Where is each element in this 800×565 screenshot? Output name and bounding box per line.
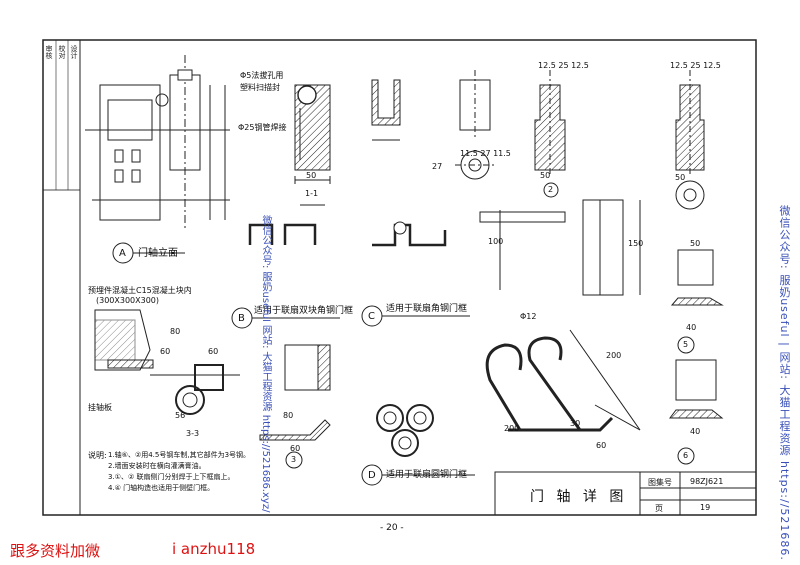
dim-27: 27 [432, 162, 443, 171]
caption-detail-a: 门轴立面 [138, 248, 178, 259]
marker-3: 3 [291, 455, 297, 464]
red-watermark-left: 跟多资料加微 [10, 542, 101, 560]
red-watermark-right: i anzhu118 [172, 540, 256, 558]
label-hanger: 挂轴板 [88, 403, 112, 412]
label-anchor-pin: Φ5法拔孔用 [240, 71, 284, 80]
note-line-2: 2.墙面安装时在横向灌满膏油。 [108, 462, 206, 470]
dim-40b: 40 [690, 427, 701, 436]
detail-c-marker [361, 305, 470, 327]
sheet-page-number: - 20 - [380, 523, 404, 533]
note-line-4: 4.④ 门轴构造也适用于侧壁门框。 [108, 484, 215, 492]
notes-heading: 说明: [88, 451, 107, 460]
side-label-check: 校对 [58, 45, 66, 59]
detail-6-block [669, 359, 724, 465]
section-1-1 [294, 84, 331, 206]
detail-2-right [675, 70, 705, 210]
note-line-1: 1.轴⑥、②用4.5号钢车制,其它部件为3号钢。 [108, 451, 251, 459]
caption-detail-d: 适用于联扇圆钢门框 [386, 470, 468, 480]
label-pipe25: Φ25钢管焊接 [238, 123, 287, 132]
atlas-label: 图集号 [648, 478, 672, 487]
label-concrete-size: (300X300X300) [96, 296, 160, 305]
detail-a-marker [112, 242, 185, 264]
dim-50d: 50 [690, 239, 701, 248]
detail-b-marker [231, 307, 340, 329]
side-label-design: 设计 [70, 45, 78, 59]
detail-a-elevation [85, 55, 230, 230]
page-label: 页 [655, 504, 663, 513]
dim-100: 100 [488, 237, 504, 246]
dim-125b: 12.5 25 12.5 [670, 61, 721, 70]
dim-60c: 60 [290, 444, 301, 453]
dim-50a: 50 [306, 171, 317, 180]
dim-200: 200 [504, 424, 520, 433]
marker-c: C [368, 311, 375, 322]
marker-d: D [368, 470, 376, 481]
dim-40a: 40 [686, 323, 697, 332]
dim-56: 56 [175, 411, 186, 420]
atlas-number: 98ZJ621 [690, 477, 724, 486]
title-block-frame [494, 471, 757, 516]
side-label-review: 审核 [45, 45, 53, 59]
dim-80a: 80 [170, 327, 181, 336]
caption-detail-c: 适用于联扇角钢门框 [386, 304, 468, 314]
title-block-title: 门 轴 详 图 [530, 489, 628, 505]
detail-3-cylinder [259, 344, 331, 469]
dim-60a: 60 [160, 347, 171, 356]
vertical-watermark-left: 微信公众号: 服奶useful 网站: 大猫工程资源 https://52168… [260, 215, 271, 513]
j-hook-bars [485, 329, 641, 432]
dim-60b: 60 [208, 347, 219, 356]
caption-detail-b: 适用于联扇双块角钢门框 [254, 306, 354, 316]
label-section-1-1: 1-1 [305, 189, 319, 198]
label-phi12: Φ12 [520, 312, 537, 321]
detail-d-marker [361, 464, 475, 486]
section-3-3 [94, 309, 240, 415]
label-section-3-3: 3-3 [186, 429, 200, 438]
marker-b: B [238, 313, 245, 324]
label-plastic-plug: 塑料扫描封 [240, 83, 280, 92]
detail-c-profile [372, 221, 447, 247]
detail-2-pin [534, 70, 566, 198]
channel-profile-top [371, 79, 401, 141]
dim-115: 11.5 27 11.5 [460, 149, 511, 158]
detail-5-block [670, 249, 724, 354]
detail-b-profile [248, 223, 317, 245]
dim-30: 30 [570, 419, 581, 428]
dim-125: 12.5 25 12.5 [538, 61, 589, 70]
dim-200b: 200 [606, 351, 622, 360]
dim-50b: 50 [540, 171, 551, 180]
page-number-box: 19 [700, 503, 711, 512]
detail-d-circles [376, 404, 434, 457]
note-line-3: 3.①、② 联扇侧门分别焊于上下框扇上。 [108, 473, 235, 481]
outer-border [42, 39, 757, 516]
vertical-watermark-right: 微信公众号: 服奶useful | 网站: 大猫工程资源 https://521… [778, 205, 791, 560]
marker-2: 2 [548, 185, 554, 194]
flat-bar-plate [479, 199, 641, 296]
marker-a: A [119, 248, 126, 259]
dim-80b: 80 [283, 411, 294, 420]
marker-6: 6 [683, 451, 689, 460]
dim-60d: 60 [596, 441, 607, 450]
left-stamp-box [42, 39, 81, 191]
label-concrete-block: 预埋件混凝土C15混凝土块内 [88, 286, 192, 295]
marker-5: 5 [683, 340, 689, 349]
channel-profile-detail [455, 70, 495, 180]
dim-150: 150 [628, 239, 644, 248]
dim-50c: 50 [675, 173, 686, 182]
